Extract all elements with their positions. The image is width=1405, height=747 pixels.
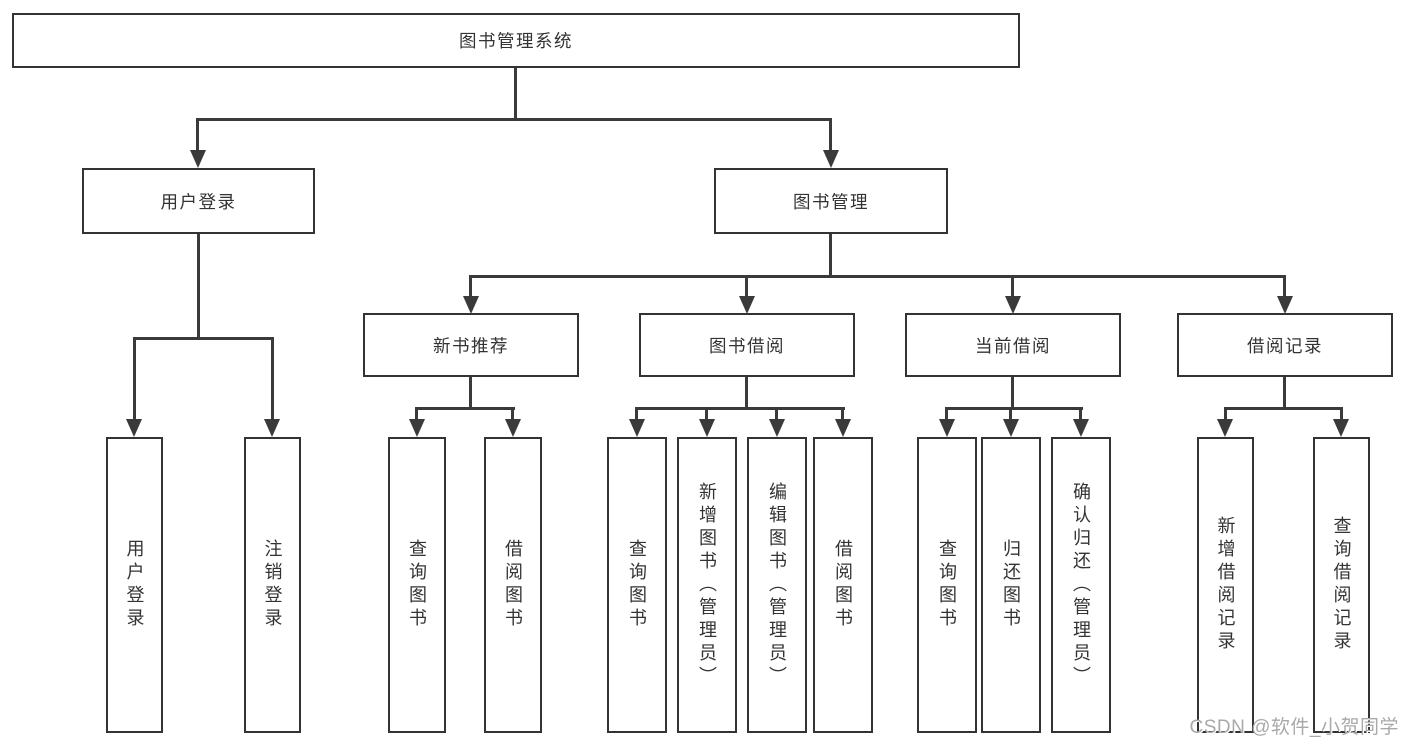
node-book-management: 图书管理 xyxy=(714,168,948,234)
connector-line xyxy=(1224,407,1227,421)
node-label: 归还图书 xyxy=(1001,539,1021,631)
arrow-down-icon xyxy=(409,419,425,437)
connector-line xyxy=(1079,407,1082,421)
arrow-down-icon xyxy=(1005,296,1021,314)
node-label: 借阅图书 xyxy=(503,539,523,631)
node-user-login-leaf: 用户登录 xyxy=(106,437,163,733)
node-label: 查询图书 xyxy=(407,539,427,631)
node-borrowing-records: 借阅记录 xyxy=(1177,313,1393,377)
connector-line xyxy=(745,275,748,298)
connector-line xyxy=(271,337,274,421)
node-add-borrow-record: 新增借阅记录 xyxy=(1197,437,1254,733)
connector-line xyxy=(1340,407,1343,421)
node-label: 新书推荐 xyxy=(433,335,509,356)
connector-line xyxy=(469,275,472,298)
arrow-down-icon xyxy=(1217,419,1233,437)
node-label: 查询图书 xyxy=(627,539,647,631)
connector-line xyxy=(841,407,844,421)
node-label: 图书管理系统 xyxy=(459,31,573,51)
node-label: 确认归还（管理员） xyxy=(1071,481,1091,689)
connector-line xyxy=(1011,377,1014,409)
node-label: 当前借阅 xyxy=(975,335,1051,356)
connector-line xyxy=(945,407,1083,410)
node-book-borrowing: 图书借阅 xyxy=(639,313,855,377)
connector-line xyxy=(1224,407,1343,410)
node-borrow-books: 借阅图书 xyxy=(813,437,873,733)
arrow-down-icon xyxy=(1277,296,1293,314)
arrow-down-icon xyxy=(126,419,142,437)
connector-line xyxy=(829,118,832,152)
arrow-down-icon xyxy=(835,419,851,437)
connector-line xyxy=(1011,275,1014,298)
node-library-system: 图书管理系统 xyxy=(12,13,1020,68)
arrow-down-icon xyxy=(1333,419,1349,437)
connector-line xyxy=(415,407,418,421)
node-return-books: 归还图书 xyxy=(981,437,1041,733)
arrow-down-icon xyxy=(463,296,479,314)
connector-line xyxy=(469,275,1286,278)
node-label: 查询借阅记录 xyxy=(1331,516,1352,654)
node-confirm-return-admin: 确认归还（管理员） xyxy=(1051,437,1111,733)
connector-line xyxy=(133,337,136,421)
connector-line xyxy=(635,407,845,410)
connector-line xyxy=(1009,407,1012,421)
arrow-down-icon xyxy=(823,150,839,168)
node-query-books-current: 查询图书 xyxy=(917,437,977,733)
node-add-book-admin: 新增图书（管理员） xyxy=(677,437,737,733)
node-label: 新增借阅记录 xyxy=(1215,516,1236,654)
arrow-down-icon xyxy=(190,150,206,168)
node-logout: 注销登录 xyxy=(244,437,301,733)
arrow-down-icon xyxy=(739,296,755,314)
connector-line xyxy=(511,407,514,421)
node-label: 用户登录 xyxy=(124,539,145,631)
node-label: 编辑图书（管理员） xyxy=(767,481,787,689)
node-label: 图书管理 xyxy=(793,191,869,212)
node-label: 查询图书 xyxy=(937,539,957,631)
connector-line xyxy=(196,118,199,152)
node-query-books-recommend: 查询图书 xyxy=(388,437,446,733)
node-label: 借阅记录 xyxy=(1247,335,1323,356)
node-borrow-books-recommend: 借阅图书 xyxy=(484,437,542,733)
connector-line xyxy=(945,407,948,421)
arrow-down-icon xyxy=(769,419,785,437)
node-label: 用户登录 xyxy=(160,191,237,212)
node-current-borrowing: 当前借阅 xyxy=(905,313,1121,377)
connector-line xyxy=(1283,377,1286,409)
connector-line xyxy=(133,337,274,340)
connector-line xyxy=(415,407,515,410)
arrow-down-icon xyxy=(1003,419,1019,437)
arrow-down-icon xyxy=(1073,419,1089,437)
node-new-book-recommendation: 新书推荐 xyxy=(363,313,579,377)
arrow-down-icon xyxy=(939,419,955,437)
connector-line xyxy=(705,407,708,421)
node-query-borrow-record: 查询借阅记录 xyxy=(1313,437,1370,733)
node-edit-book-admin: 编辑图书（管理员） xyxy=(747,437,807,733)
connector-line xyxy=(197,234,200,339)
node-query-books-borrowing: 查询图书 xyxy=(607,437,667,733)
csdn-watermark: CSDN @软件_小贺同学 xyxy=(1189,717,1399,738)
connector-line xyxy=(775,407,778,421)
arrow-down-icon xyxy=(264,419,280,437)
connector-line xyxy=(1283,275,1286,298)
arrow-down-icon xyxy=(505,419,521,437)
connector-line xyxy=(514,68,517,120)
connector-line xyxy=(635,407,638,421)
connector-line xyxy=(469,377,472,409)
node-label: 注销登录 xyxy=(262,539,283,631)
connector-line xyxy=(745,377,748,409)
connector-line xyxy=(196,118,832,121)
arrow-down-icon xyxy=(699,419,715,437)
node-user-login: 用户登录 xyxy=(82,168,315,234)
connector-line xyxy=(829,234,832,277)
node-label: 借阅图书 xyxy=(833,539,853,631)
node-label: 图书借阅 xyxy=(709,335,785,356)
node-label: 新增图书（管理员） xyxy=(697,481,717,689)
arrow-down-icon xyxy=(629,419,645,437)
